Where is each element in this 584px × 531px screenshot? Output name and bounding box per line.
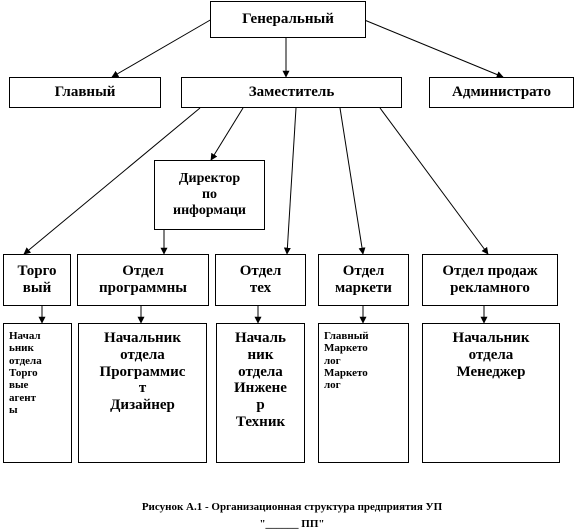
node-tech-staff-line: р (256, 397, 265, 414)
node-sales-staff-line: ьник (9, 342, 34, 355)
node-tech-staff-line: Началь (234, 330, 286, 346)
node-prog-staff-line: отдела (120, 346, 165, 363)
arrow-deputy-to-tech (283, 107, 297, 255)
node-prog-staff-line: Дизайнер (110, 397, 175, 414)
node-prog-dept: Отдел программны (77, 254, 209, 306)
node-general-line: Генеральный (242, 11, 334, 28)
node-it-director-line: по (201, 187, 218, 203)
node-sales-staff-line: вые (9, 379, 29, 392)
node-chief-line: Главный (54, 84, 116, 101)
arrow-deputy-to-adsales (379, 107, 489, 255)
figure-caption-line2: "______ ПП" (259, 518, 325, 530)
node-ad-sales-dept: Отдел продаж рекламного (422, 254, 558, 306)
node-sales-staff-line: агент (9, 391, 36, 404)
node-it-director: Директор по информаци (154, 160, 265, 230)
node-sales-staff-line: Торго (9, 366, 38, 379)
node-ad-sales-dept-line: рекламного (450, 280, 530, 296)
node-it-director-line: информаци (173, 202, 246, 218)
node-tech-staff-line: отдела (238, 363, 283, 380)
node-tech-dept-line: Отдел (239, 263, 282, 280)
node-it-director-line: Директор (178, 171, 241, 187)
node-marketing-staff-line: Маркето (324, 366, 368, 379)
node-general: Генеральный (210, 1, 366, 38)
node-ad-staff-line: Начальник (452, 330, 530, 346)
node-sales-staff-line: ы (9, 403, 18, 416)
node-marketing-dept: Отдел маркети (318, 254, 409, 306)
node-tech-dept-line: тех (249, 280, 272, 296)
figure-caption-line1: Рисунок А.1 - Организационная структура … (141, 501, 443, 513)
node-sales-staff: Начал ьник отдела Торго вые агент ы (3, 323, 72, 463)
node-deputy-line: Заместитель (248, 84, 335, 101)
node-ad-staff-line: Менеджер (456, 363, 526, 380)
figure-caption-continuation: "______ ПП" (0, 518, 584, 531)
node-tech-dept: Отдел тех (215, 254, 306, 306)
node-prog-staff: Начальник отдела Программис т Дизайнер (78, 323, 207, 463)
node-tech-staff-line: Техник (235, 413, 286, 430)
node-marketing-staff: Главный Маркето лог Маркето лог (318, 323, 409, 463)
node-tech-staff: Началь ник отдела Инжене р Техник (216, 323, 305, 463)
node-sales-dept-line: Торго (17, 263, 57, 280)
node-marketing-staff-line: Маркето (324, 342, 368, 355)
node-tech-staff-line: Инжене (234, 380, 287, 397)
node-ad-staff-line: отдела (468, 346, 514, 363)
node-sales-dept: Торго вый (3, 254, 71, 306)
node-ad-staff: Начальник отдела Менеджер (422, 323, 560, 463)
node-prog-staff-line: т (138, 380, 147, 397)
node-marketing-dept-line: Отдел (342, 263, 385, 280)
node-marketing-staff-line: лог (324, 354, 341, 367)
node-sales-staff-line: Начал (9, 330, 41, 342)
arrow-deputy-to-sales (23, 107, 201, 255)
arrow-deputy-to-marketing (339, 107, 366, 255)
node-chief: Главный (9, 77, 161, 108)
node-admin: Администрато (429, 77, 574, 108)
node-prog-dept-line: Отдел (122, 263, 164, 280)
node-deputy: Заместитель (181, 77, 402, 108)
node-sales-staff-line: отдела (9, 354, 42, 367)
figure-caption: Рисунок А.1 - Организационная структура … (0, 501, 584, 513)
node-tech-staff-line: ник (247, 346, 274, 363)
node-prog-dept-line: программны (99, 280, 187, 296)
node-admin-line: Администрато (452, 84, 551, 101)
node-marketing-dept-line: маркети (335, 280, 392, 296)
node-ad-sales-dept-line: Отдел продаж (442, 263, 538, 280)
node-prog-staff-line: Программис (99, 363, 186, 380)
node-prog-staff-line: Начальник (104, 330, 181, 346)
arrow-deputy-to-director (210, 107, 244, 161)
arrow-general-to-chief (111, 18, 213, 78)
arrow-general-to-admin (361, 18, 504, 78)
node-marketing-staff-line: Главный (324, 330, 369, 342)
node-sales-dept-line: вый (22, 280, 52, 296)
node-marketing-staff-line: лог (324, 379, 341, 392)
